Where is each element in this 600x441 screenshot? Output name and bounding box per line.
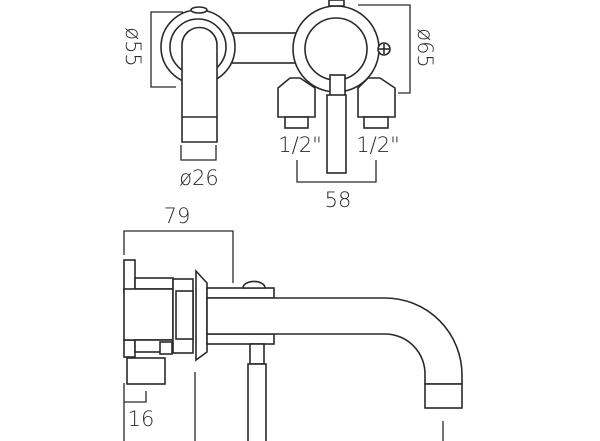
connecting-bar (231, 32, 299, 64)
label-right-inlet: 1/2" (356, 133, 399, 157)
rosette-screw (190, 6, 208, 14)
label-valve-rosette: ø65 (413, 28, 437, 68)
valve-body (123, 288, 174, 341)
spout-outlet (424, 383, 463, 409)
lever-neck-side (249, 343, 265, 365)
dim-spout-rosette (150, 11, 183, 88)
left-inlet-body (277, 77, 316, 118)
wall-plate-bottom (123, 339, 136, 358)
lever-cap (242, 280, 266, 289)
lever-handle (326, 94, 347, 174)
front-view: ø55 ø26 ø65 1/2" 1/2" 58 (121, 0, 437, 212)
valve-top-knob (328, 0, 345, 7)
spout-side (206, 297, 463, 385)
lower-box (126, 357, 166, 385)
label-spout-rosette: ø55 (121, 27, 145, 67)
label-left-inlet: 1/2" (278, 133, 321, 157)
right-inlet-body (357, 77, 396, 118)
screw-icon (377, 42, 391, 56)
dim-projection (123, 230, 234, 283)
spout-front (181, 26, 218, 143)
rosette-flange (195, 268, 208, 362)
right-inlet-connector (363, 116, 389, 129)
valve-housing-bottom (206, 333, 275, 345)
dim-inlet-centres (296, 160, 377, 183)
valve-housing-top (206, 287, 275, 299)
body-nub (159, 341, 173, 355)
wall-plate-top (123, 259, 136, 293)
label-inlet-centres: 58 (325, 188, 352, 212)
dim-body-offset (123, 383, 147, 441)
label-projection: 79 (164, 204, 191, 228)
lever-neck (329, 74, 346, 98)
side-view: 79 16 (123, 204, 463, 441)
left-inlet-connector (284, 116, 309, 129)
label-spout-diameter: ø26 (179, 166, 219, 190)
body-thread (175, 290, 194, 340)
body-upper-arm (134, 277, 174, 290)
dim-spout-diameter (180, 145, 217, 161)
lever-handle-side (247, 363, 267, 441)
dim-valve-rosette (358, 4, 411, 94)
label-body-offset: 16 (128, 407, 155, 431)
